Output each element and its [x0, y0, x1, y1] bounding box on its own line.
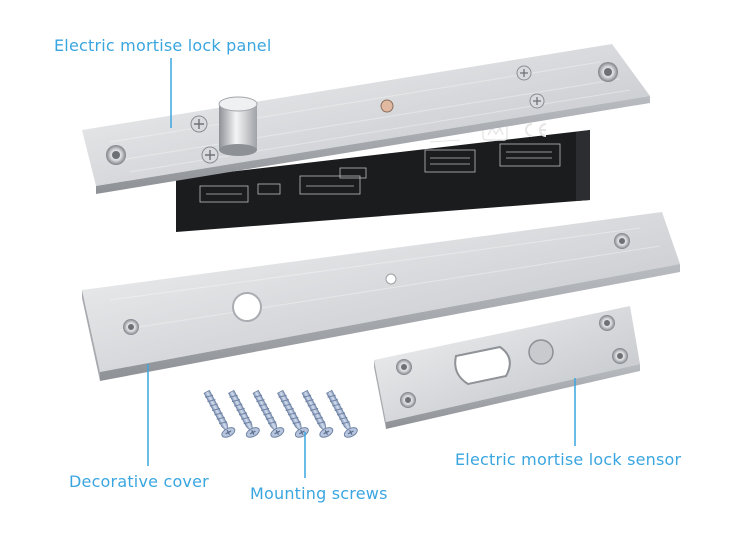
countersunk-hole-icon — [599, 315, 615, 331]
lock-body — [176, 130, 590, 232]
label-decorative-cover: Decorative cover — [69, 472, 209, 491]
bolt-opening — [454, 345, 511, 386]
screw-icon — [301, 389, 334, 438]
mounting-screws — [203, 389, 358, 438]
cylinder-hole-icon — [232, 292, 262, 322]
screw-icon — [252, 389, 285, 438]
lock-bolt — [218, 96, 258, 156]
screw-head-icon — [201, 146, 219, 164]
decorative-cover — [82, 212, 680, 381]
screw-head-icon — [516, 65, 532, 81]
lock-sensor-plate — [374, 306, 640, 429]
screw-head-icon — [529, 93, 545, 109]
callout-lines — [147, 58, 576, 478]
countersunk-hole-icon — [612, 348, 628, 364]
countersunk-hole-icon — [396, 359, 412, 375]
label-lock-sensor: Electric mortise lock sensor — [455, 450, 682, 469]
countersunk-hole-icon — [123, 319, 139, 335]
magnet-sensor-icon — [528, 339, 554, 365]
label-mounting-screws: Mounting screws — [250, 484, 388, 503]
screw-icon — [228, 389, 260, 438]
screw-icon — [326, 389, 358, 438]
screw-head-icon — [190, 115, 208, 133]
indicator-pin-icon — [380, 99, 394, 113]
hole-icon — [385, 273, 397, 285]
screw-icon — [277, 389, 309, 438]
screw-icon — [203, 389, 236, 438]
wiring-diagram-markings — [199, 139, 561, 203]
lock-panel — [82, 44, 650, 232]
countersunk-hole-icon — [614, 233, 630, 249]
countersunk-hole-icon — [598, 62, 618, 82]
countersunk-hole-icon — [400, 392, 416, 408]
label-lock-panel: Electric mortise lock panel — [54, 36, 272, 55]
countersunk-hole-icon — [106, 145, 126, 165]
